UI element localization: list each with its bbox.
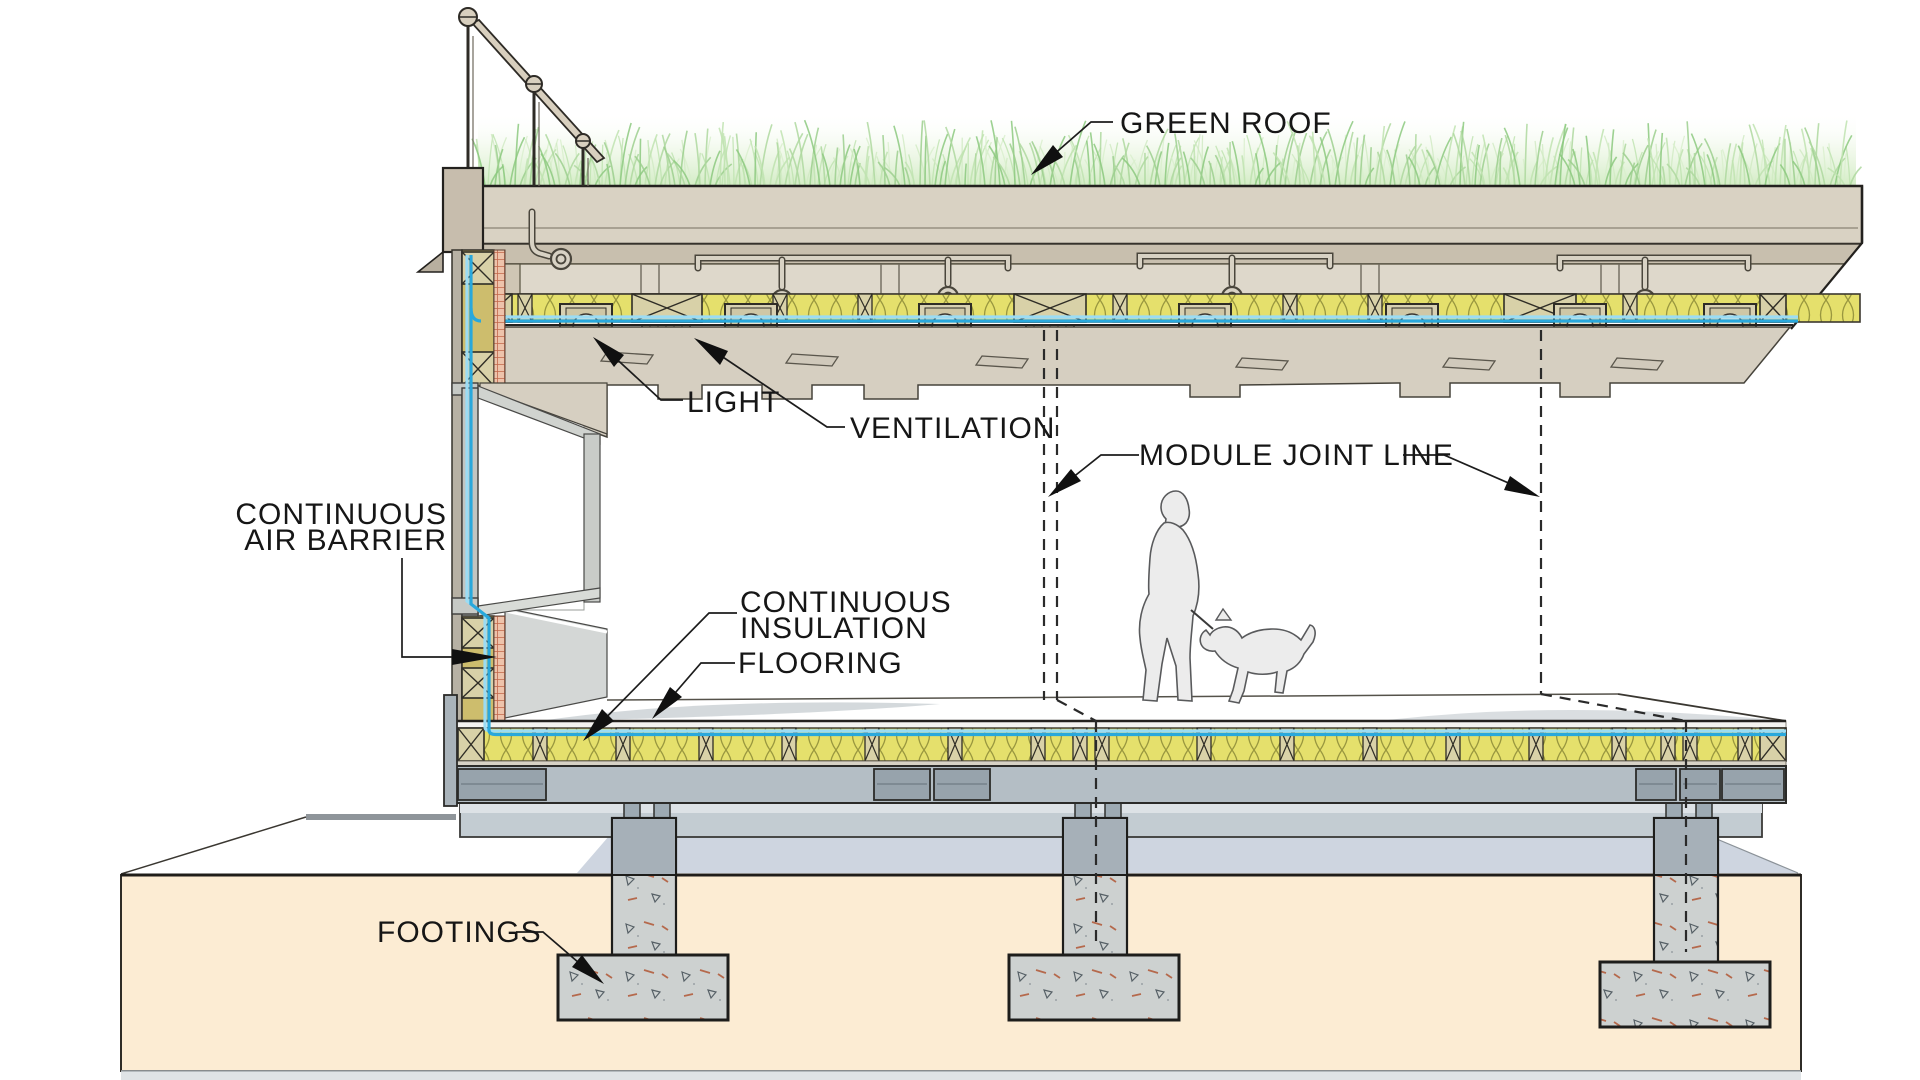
annotation-flooring: FLOORING: [652, 647, 903, 719]
footing: [1598, 816, 1772, 1029]
label-module-joint-line: MODULE JOINT LINE: [1139, 439, 1454, 472]
window: [451, 382, 608, 617]
label-flooring: FLOORING: [738, 647, 903, 680]
air-barrier-line: [465, 255, 1786, 737]
label-ventilation: VENTILATION: [850, 412, 1055, 445]
label-green-roof: GREEN ROOF: [1120, 107, 1332, 140]
floor-surface: [540, 693, 1787, 722]
floor-assembly: [454, 719, 1787, 767]
label-continuous-air-barrier-2: AIR BARRIER: [244, 524, 447, 557]
annotation-light: LIGHT: [593, 337, 780, 419]
annotation-continuous-air-barrier: CONTINUOUS AIR BARRIER: [235, 498, 497, 665]
label-light: LIGHT: [687, 386, 780, 419]
leader-arrow-icon: [1031, 145, 1063, 175]
leader-arrow-icon: [1504, 476, 1540, 497]
building-section-drawing: [120, 7, 1920, 1080]
air-barrier-line: [480, 315, 1798, 323]
roof-parapet: [415, 166, 485, 273]
leader-arrow-icon: [583, 709, 614, 741]
label-continuous-insulation-1: CONTINUOUS: [740, 586, 952, 619]
soil-block: [120, 873, 1802, 1080]
dog-leash: [1190, 609, 1214, 630]
label-footings: FOOTINGS: [377, 916, 542, 949]
label-continuous-insulation-2: INSULATION: [740, 612, 928, 645]
roof-railing: [458, 7, 606, 186]
leader-arrow-icon: [1048, 469, 1081, 497]
green-roof-assembly: [453, 184, 1920, 330]
annotation-continuous-insulation: CONTINUOUS INSULATION: [583, 586, 952, 741]
footing: [1007, 816, 1181, 1022]
annotation-footings: FOOTINGS: [377, 916, 604, 984]
annotation-layer: GREEN ROOF LIGHT VENTILATION MODULE JOIN…: [235, 107, 1540, 984]
leader-arrow-icon: [572, 955, 604, 984]
ceiling-soffit: [479, 326, 1792, 439]
leader-arrow-icon: [694, 338, 728, 365]
leader-line: [1403, 454, 1537, 496]
leader-line: [586, 612, 737, 738]
leader-line: [401, 558, 455, 658]
annotation-module-joint-line: MODULE JOINT LINE: [1048, 439, 1540, 497]
leader-arrow-icon: [652, 687, 682, 719]
annotation-green-roof: GREEN ROOF: [1031, 107, 1332, 175]
module-joint-dashes: [1042, 330, 1688, 952]
annotation-ventilation: VENTILATION: [694, 338, 1055, 445]
leader-line: [698, 340, 845, 428]
person-figure: [1138, 490, 1214, 702]
leader-arrow-icon: [593, 337, 624, 367]
ground: [120, 814, 1802, 1080]
label-continuous-air-barrier-1: CONTINUOUS: [235, 498, 447, 531]
leader-arrow-icon: [452, 649, 497, 665]
green-roof-grass: [471, 112, 1862, 187]
dog-figure: [1199, 607, 1316, 704]
